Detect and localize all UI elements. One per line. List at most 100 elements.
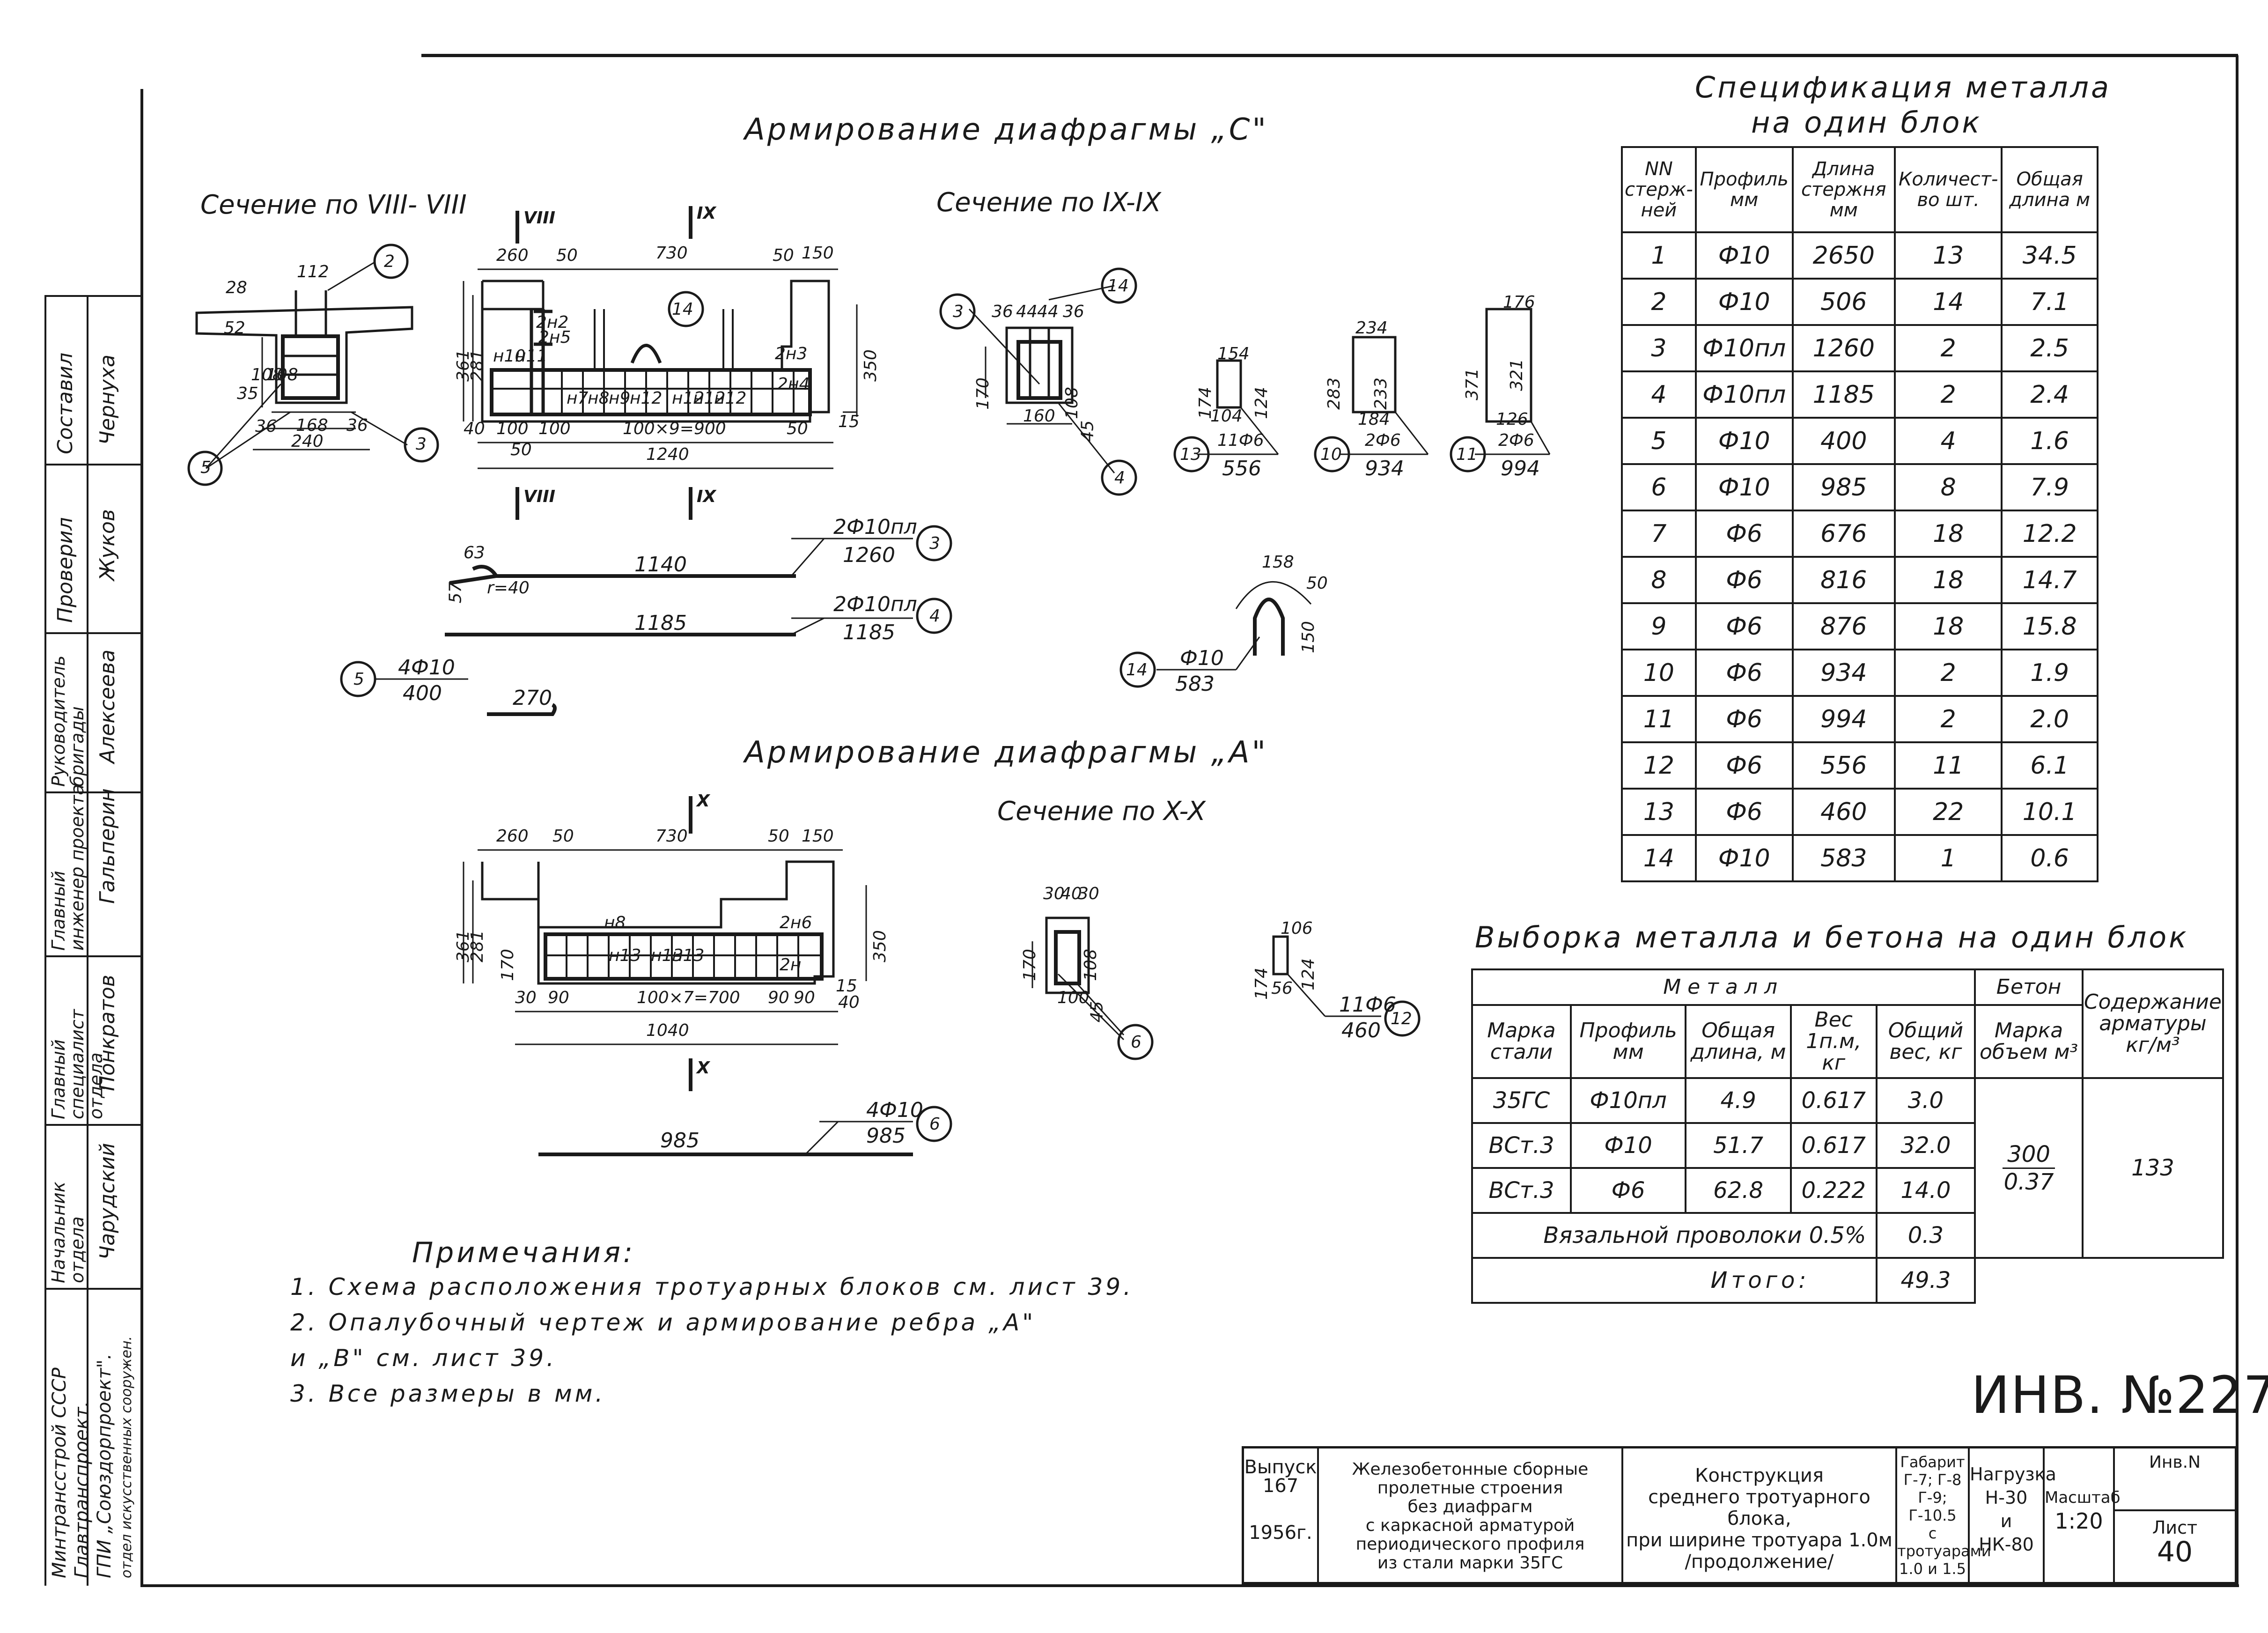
dim-a-length: 1040 (646, 1021, 689, 1040)
frame-right (2236, 55, 2239, 1584)
dim-viii-top: 112 (297, 262, 329, 281)
tb-scale: Масштаб 1:20 (2045, 1448, 2121, 1582)
stamp-role-3: Руководитель бригады (48, 655, 88, 787)
bar3-count: 2Ф10пл (833, 515, 917, 539)
sel-wire-row: Вязальной проволоки 0.5% 0.3 (1471, 1212, 2223, 1259)
spec-col-qty: Количест-во шт. (1894, 146, 2003, 233)
spec-cell: 400 (1791, 417, 1896, 465)
spec-cell: 2.4 (2001, 370, 2099, 419)
spec-cell: 2.0 (2001, 695, 2099, 743)
cell-a-6: 2н (780, 955, 802, 975)
spec-cell: 1.6 (2001, 417, 2099, 465)
spec-cell: 7 (1621, 510, 1697, 558)
spec-cell: Ф6 (1694, 556, 1794, 604)
bar11-d3: 321 (1507, 359, 1526, 391)
dim-x-3: 30 (1078, 884, 1099, 903)
side-stamp: Составил Чернуха Проверил Жуков Руководи… (44, 295, 140, 1586)
tb-gabarit-line: Г-7; Г-8 (1903, 1471, 1962, 1489)
section-viii-drawing (187, 244, 439, 486)
tb-issue: Выпуск 167 1956г. (1244, 1448, 1319, 1582)
stamp-row-line (44, 791, 140, 793)
bar6-seg: 985 (660, 1129, 700, 1153)
bar14-d1: 158 (1262, 553, 1294, 572)
tb-inv-label: Инв.N (2115, 1448, 2235, 1511)
stamp-role-2: Проверил (53, 517, 77, 623)
spec-cell: Ф6 (1694, 649, 1794, 697)
spec-cell: 2 (1621, 278, 1697, 326)
dim-a-top-5: 150 (802, 827, 834, 846)
spec-cell: 8 (1621, 556, 1697, 604)
sel-row: 35ГС Ф10пл 4.9 0.617 3.0 300 0.37 133 (1471, 1077, 2224, 1259)
spec-cell: 11 (1894, 741, 2003, 790)
dim-ix-8: 45 (1078, 420, 1097, 442)
stamp-row-line (44, 295, 140, 297)
bar10-len: 934 (1365, 457, 1404, 480)
sel-cell: 14.0 (1875, 1167, 1976, 1214)
stamp-row-line (44, 464, 140, 466)
spec-cell: 18 (1894, 556, 2003, 604)
spec-cell: 1185 (1791, 370, 1896, 419)
dim-x-2: 40 (1060, 884, 1082, 903)
dim-c-h-4: 15 (838, 412, 860, 431)
sel-total-value: 49.3 (1875, 1257, 1976, 1304)
cell-c-13: 2н4 (777, 375, 810, 394)
dim-ix-3: 44 (1037, 302, 1059, 321)
dim-a-h-6: 170 (498, 949, 517, 981)
callout-13: 12 (1391, 1009, 1412, 1028)
mark-viii-top: VIII (523, 208, 556, 228)
sel-cell: 32.0 (1875, 1122, 1976, 1169)
spec-cell: 676 (1791, 510, 1896, 558)
notes-title: Примечания: (412, 1236, 636, 1269)
sel-total-label: Итого: (1471, 1257, 1878, 1304)
sel-wire-value: 0.3 (1875, 1212, 1976, 1259)
frame-bottom (140, 1584, 2239, 1587)
cell-c-11: н12 (714, 389, 747, 408)
bar14-d3: 150 (1298, 621, 1318, 653)
stamp-name-6: Чарудский (96, 1143, 119, 1260)
sel-row: ВСт.3 Ф10 51.7 0.617 32.0 (1471, 1122, 2223, 1169)
dim-c-top-2: 50 (556, 246, 578, 265)
dim-a-top-2: 50 (552, 827, 574, 846)
sel-cell: 35ГС (1471, 1077, 1572, 1124)
mark-x-bottom: X (697, 1058, 710, 1078)
sel-cell: 51.7 (1685, 1122, 1792, 1169)
sel-cell: 0.617 (1789, 1077, 1878, 1124)
sel-cell: 3.0 (1875, 1077, 1976, 1124)
stamp-role-4: Главный инженер проекта (48, 784, 88, 951)
tb-issue-value: 167 (1262, 1475, 1299, 1497)
sel-col-concrete: Марка объем м³ (1974, 1004, 2084, 1079)
bar11-d2: 371 (1462, 368, 1482, 400)
selection-title: Выборка металла и бетона на один блок (1475, 920, 2189, 954)
stamp-row-line (44, 632, 140, 634)
spec-col-num: NN стерж-ней (1621, 146, 1697, 233)
spec-cell: Ф6 (1694, 510, 1794, 558)
spec-cell: 22 (1894, 788, 2003, 836)
dim-c-h-3: 350 (861, 349, 880, 382)
dim-ix-6: 108 (1062, 387, 1082, 419)
stamp-divider (87, 295, 88, 1586)
stamp-org-1: Минтрансстрой СССР (49, 1367, 70, 1578)
spec-cell: 1 (1894, 834, 2003, 882)
spec-title-2: на один блок (1751, 105, 1982, 140)
sel-row: ВСт.3 Ф6 62.8 0.222 14.0 (1471, 1167, 2223, 1214)
spec-cell: 10.1 (2001, 788, 2099, 836)
spec-title-1: Спецификация металла (1695, 70, 2111, 104)
title-block: Выпуск 167 1956г. Железобетонные сборные… (1242, 1446, 2237, 1584)
callout-5: 5 (353, 670, 364, 689)
bar4-seg: 1185 (634, 611, 687, 635)
diaphragm-c-drawing (463, 206, 858, 520)
bar11-len: 994 (1501, 457, 1540, 480)
dim-a-top-4: 50 (768, 827, 789, 846)
spec-cell: 12.2 (2001, 510, 2099, 558)
spec-cell: 506 (1791, 278, 1896, 326)
note-1: 1. Схема расположения тротуарных блоков … (290, 1273, 1134, 1300)
tb-construction-line: /продолжение/ (1685, 1551, 1834, 1573)
spec-cell: 6 (1621, 463, 1697, 511)
spec-cell: 9 (1621, 602, 1697, 650)
